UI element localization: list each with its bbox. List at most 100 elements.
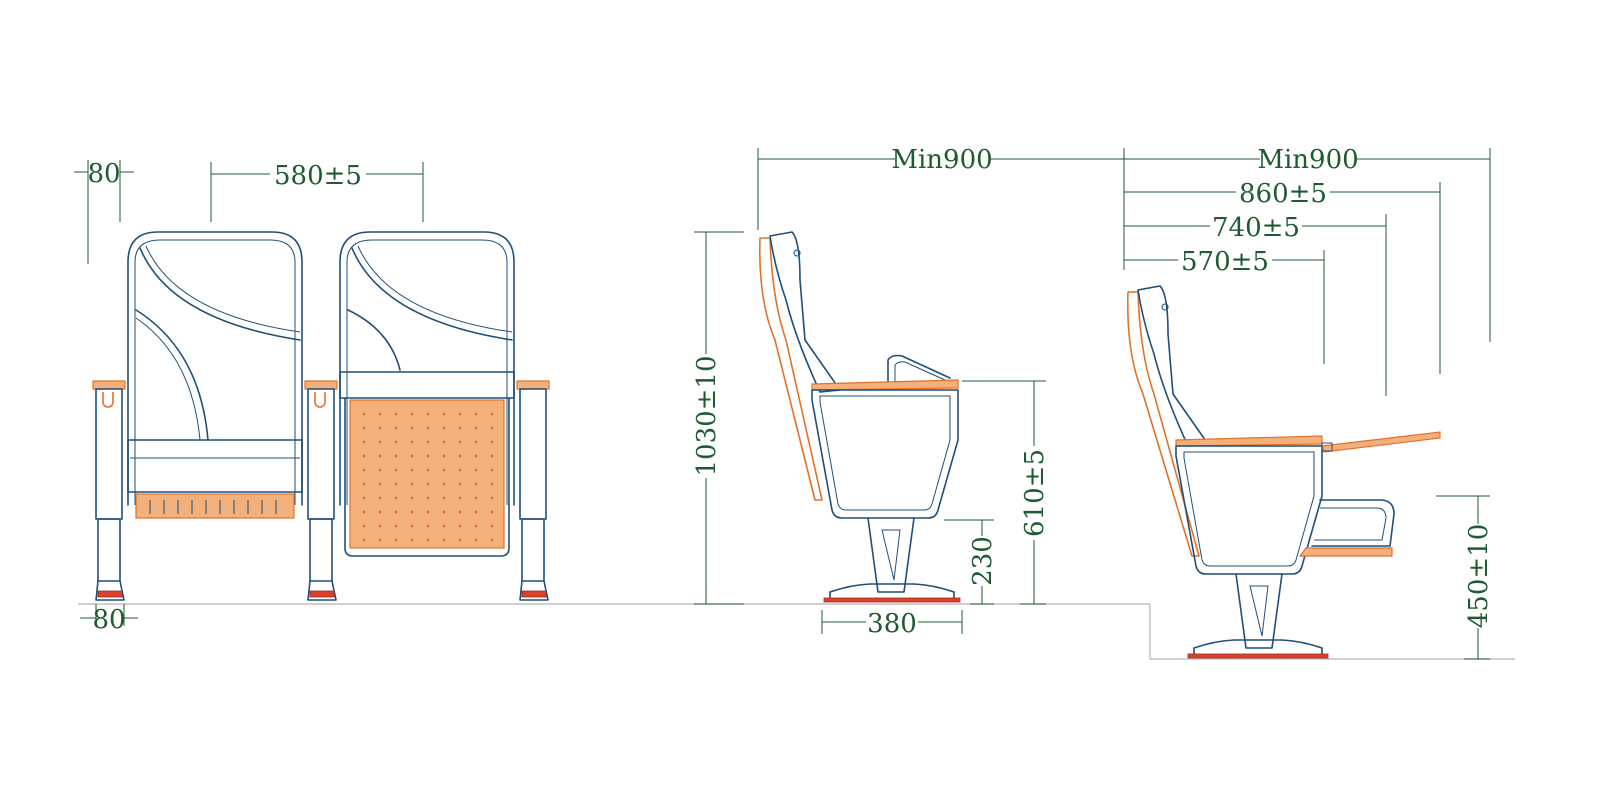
perforation-dot [458, 412, 462, 416]
perforation-dot [362, 426, 366, 430]
perforation-dot [362, 496, 366, 500]
perforation-dot [362, 440, 366, 444]
perforation-dot [394, 524, 398, 528]
perforation-dot [410, 440, 414, 444]
dim-arm-width-top: 80 [87, 159, 120, 189]
perforation-dot [394, 510, 398, 514]
perforation-dot [426, 496, 430, 500]
perforation-dot [394, 482, 398, 486]
perforation-dot [490, 524, 494, 528]
perforation-dot [490, 440, 494, 444]
perforation-dot [442, 510, 446, 514]
perforation-dot [490, 468, 494, 472]
perforation-dot [442, 412, 446, 416]
perforation-dot [362, 454, 366, 458]
perforation-dot [394, 440, 398, 444]
dim-depth-860: 860±5 [1239, 179, 1327, 209]
dimension-labels: 80 580±5 80 Min900 Min900 860±5 740±5 57… [87, 145, 1494, 639]
perforation-dot [426, 468, 430, 472]
perforation-dot [442, 538, 446, 542]
perforation-dot [474, 454, 478, 458]
dim-depth-570: 570±5 [1181, 247, 1269, 277]
perforation-dot [442, 524, 446, 528]
perforation-dot [426, 524, 430, 528]
perforation-dot [458, 468, 462, 472]
floor-lines [78, 603, 1515, 660]
dim-row-spacing-2: Min900 [1257, 145, 1358, 175]
perforation-dot [362, 524, 366, 528]
perforation-dot [426, 454, 430, 458]
perforation-dot [378, 454, 382, 458]
perforation-dot [458, 510, 462, 514]
perforation-dot [378, 510, 382, 514]
perforation-dot [378, 538, 382, 542]
right-armrest [516, 380, 550, 601]
perforation-dot [474, 412, 478, 416]
perforation-dot [490, 496, 494, 500]
perforation-dot [362, 412, 366, 416]
perforation-dot [410, 454, 414, 458]
perforation-dot [410, 468, 414, 472]
perforation-dot [474, 524, 478, 528]
perforation-dot [426, 538, 430, 542]
dim-depth-740: 740±5 [1212, 213, 1300, 243]
perforation-dot [458, 496, 462, 500]
perforation-dot [442, 482, 446, 486]
perforation-dot [426, 440, 430, 444]
perforation-dot [442, 426, 446, 430]
perforation-dot [426, 482, 430, 486]
dim-arm-width-bottom: 80 [92, 605, 125, 635]
perforation-dot [458, 440, 462, 444]
perforation-dot [474, 440, 478, 444]
dim-base-width: 380 [867, 609, 917, 639]
perforation-dot [362, 510, 366, 514]
perforation-dot [378, 496, 382, 500]
perforation-dot [474, 510, 478, 514]
perforation-dot [490, 454, 494, 458]
perforation-dot [410, 496, 414, 500]
perforation-dot [378, 412, 382, 416]
perforation-dot [474, 482, 478, 486]
perforation-dot [474, 496, 478, 500]
perforation-dot [442, 454, 446, 458]
dim-seat-pitch: 580±5 [274, 161, 362, 191]
front-chair-right [339, 231, 515, 557]
perforation-dot [442, 468, 446, 472]
perforation-dot [394, 426, 398, 430]
perforation-dot [410, 510, 414, 514]
left-armrest [92, 380, 126, 601]
perforation-dot [458, 482, 462, 486]
perforation-dot [378, 426, 382, 430]
perforation-dot [410, 426, 414, 430]
perforation-dot [442, 496, 446, 500]
perforation-dot [362, 538, 366, 542]
perforation-dot [410, 412, 414, 416]
perforation-dot [442, 440, 446, 444]
perforation-dot [490, 412, 494, 416]
front-chair-left [127, 231, 303, 519]
perforation-dot [378, 524, 382, 528]
dim-total-height: 1030±10 [692, 355, 722, 476]
perforation-dot [394, 468, 398, 472]
perforation-dot [362, 468, 366, 472]
perforation-dot [362, 482, 366, 486]
dim-row-spacing-1: Min900 [891, 145, 992, 175]
perforation-dot [490, 426, 494, 430]
dim-base-height: 230 [968, 536, 998, 586]
side-view-1 [758, 231, 961, 603]
perforation-dot [474, 538, 478, 542]
perforation-dot [458, 454, 462, 458]
perforation-dot [378, 468, 382, 472]
perforation-dot [458, 524, 462, 528]
perforation-dot [394, 538, 398, 542]
middle-armrest [304, 380, 338, 601]
perforation-dot [474, 468, 478, 472]
perforation-dot [458, 426, 462, 430]
perforation-dot [490, 482, 494, 486]
perforation-dot [426, 412, 430, 416]
perforation-dot [410, 538, 414, 542]
dim-arm-height: 610±5 [1020, 449, 1050, 537]
side-view-2 [1126, 285, 1441, 659]
